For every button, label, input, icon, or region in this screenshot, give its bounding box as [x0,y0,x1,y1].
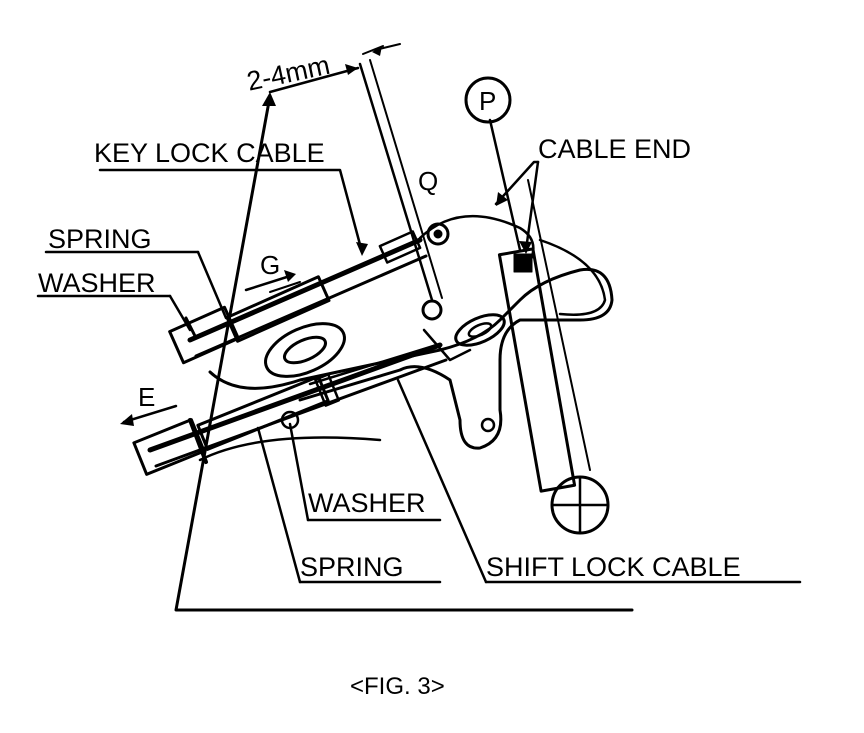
washer-top-label: WASHER [38,268,156,298]
shift-lever [488,118,610,535]
upper-adjuster-assembly [168,275,331,365]
bracket-plate [208,267,614,450]
shift-lock-cable-label: SHIFT LOCK CABLE [486,552,741,582]
leader-lines [36,160,802,584]
g-label: G [260,250,280,280]
washer-bottom-label: WASHER [308,488,426,518]
dimension-leader-frame [174,64,634,612]
q-label: Q [418,166,438,196]
direction-arrows [120,270,296,426]
p-label: P [479,86,496,116]
spring-top-label: SPRING [48,224,152,254]
dimension-cable-lines [358,43,443,302]
p-button-circle [464,76,512,124]
cable-end-label: CABLE END [538,134,691,164]
dimension-label: 2-4mm [244,50,332,97]
e-label: E [138,382,155,412]
spring-bottom-label: SPRING [300,552,404,582]
lower-adjuster-assembly [132,373,340,476]
key-lock-cable-label: KEY LOCK CABLE [94,138,325,168]
figure-caption: <FIG. 3> [350,673,445,700]
